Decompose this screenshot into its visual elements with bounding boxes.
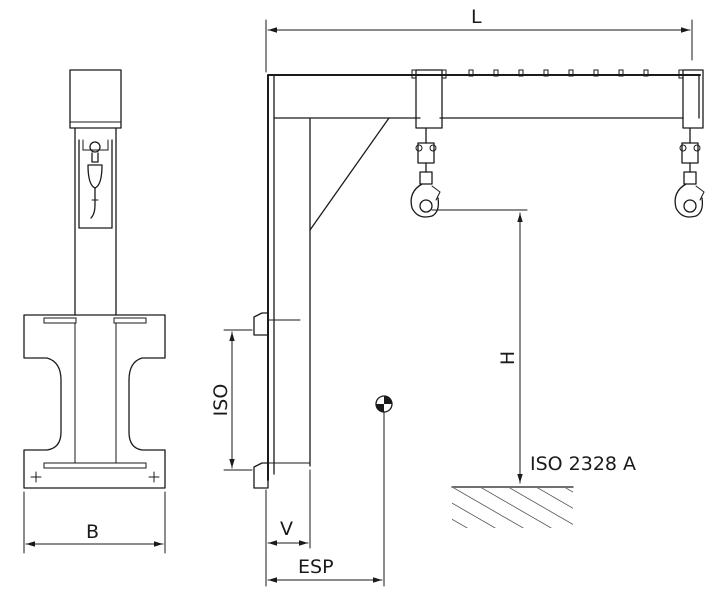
front-view: [23, 69, 166, 489]
front-base-foot: [23, 314, 166, 489]
front-top-block: [69, 69, 122, 129]
side-jib-beam: [273, 74, 421, 119]
center-of-gravity-icon: [375, 395, 393, 587]
side-view: [253, 69, 705, 489]
hatched-ground-icon: [452, 488, 573, 528]
dimension-iso: ISO: [210, 329, 253, 471]
trolley-inner: [411, 69, 447, 129]
dimension-b: B: [23, 491, 166, 554]
dimension-l: L: [265, 6, 693, 73]
dimension-h: H: [431, 209, 528, 484]
front-hook-icon: [87, 141, 103, 219]
front-mast: [74, 127, 117, 316]
side-column: [267, 74, 701, 481]
dimension-v: V: [265, 469, 311, 587]
jib-holes: [468, 69, 649, 77]
side-brace: [309, 117, 390, 231]
dimension-esp-label: ESP: [298, 556, 334, 578]
dimension-esp: ESP: [267, 556, 383, 583]
trolley-end: [678, 69, 704, 129]
dimension-b-label: B: [86, 521, 99, 543]
fork-pockets: [253, 312, 311, 489]
lifting-hook-end-icon: [674, 127, 705, 218]
dimension-iso-label: ISO: [210, 384, 232, 417]
dimension-v-label: V: [280, 518, 293, 540]
standard-label: ISO 2328 A: [530, 453, 636, 475]
dimension-l-label: L: [471, 6, 482, 28]
dimension-h-label: H: [497, 351, 519, 365]
lifting-hook-icon: [410, 127, 441, 218]
ground: ISO 2328 A: [451, 453, 636, 528]
